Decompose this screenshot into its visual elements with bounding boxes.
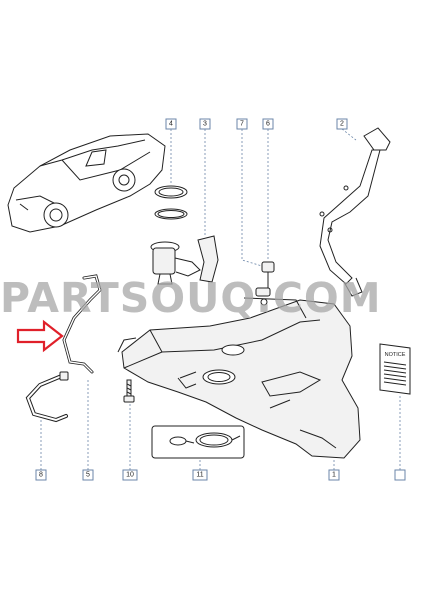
callout-7[interactable]: 7 [236, 118, 248, 130]
callout-3[interactable]: 3 [199, 118, 211, 130]
callout-4-label: 4 [169, 121, 173, 128]
callout-6[interactable]: 6 [262, 118, 274, 130]
callout-10[interactable]: 10 [122, 469, 138, 481]
tank-brackets [117, 297, 307, 389]
callout-11[interactable]: 11 [192, 469, 208, 481]
filler-neck [319, 127, 391, 297]
callout-2-label: 2 [340, 121, 344, 128]
callout-5[interactable]: 5 [82, 469, 94, 481]
pump-ring-and-seal [154, 185, 188, 220]
notice-booklet: NOTICE [379, 343, 411, 395]
callout-1[interactable]: 1 [328, 469, 340, 481]
gauge-sender [197, 235, 219, 283]
callout-7-label: 7 [240, 121, 244, 128]
callout-11-label: 11 [196, 472, 203, 479]
notice-title: NOTICE [385, 352, 406, 358]
red-arrow-indicator [16, 319, 64, 353]
mounting-bolt [123, 379, 135, 403]
callout-4[interactable]: 4 [165, 118, 177, 130]
callout-3-label: 3 [203, 121, 207, 128]
seal-kit [151, 425, 245, 459]
callout-6-label: 6 [266, 121, 270, 128]
hose-8 [25, 373, 68, 423]
callout-notice[interactable] [394, 469, 406, 481]
fuel-tank [121, 299, 361, 459]
leader-lines [40, 128, 401, 470]
callout-10-label: 10 [126, 472, 134, 479]
hose-5 [59, 274, 102, 381]
watermark-text: PARTSOUQ.COM [0, 274, 382, 322]
car-illustration [7, 133, 166, 233]
callout-8-label: 8 [39, 472, 43, 479]
fuel-pump-module [150, 241, 201, 285]
callout-8[interactable]: 8 [35, 469, 47, 481]
callout-2[interactable]: 2 [336, 118, 348, 130]
vent-valve [255, 261, 275, 306]
callout-1-label: 1 [332, 472, 336, 479]
callout-5-label: 5 [86, 472, 90, 479]
